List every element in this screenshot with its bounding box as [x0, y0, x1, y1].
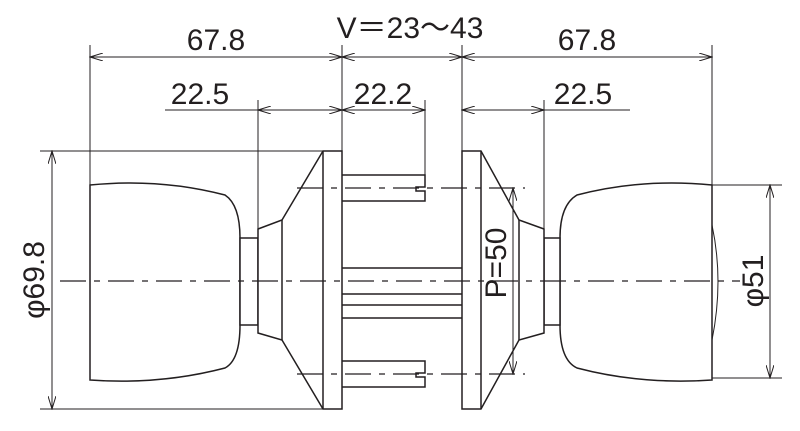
right-overall-label: 67.8 — [558, 24, 616, 57]
left-overall-label: 67.8 — [187, 24, 245, 57]
left-knob — [89, 150, 343, 410]
right-knob — [461, 150, 719, 410]
left-rose-knob-label: 22.5 — [171, 78, 229, 111]
rose-diameter-label: φ69.8 — [18, 241, 51, 319]
screw-pitch-label: P=50 — [480, 228, 513, 299]
dimension-lines — [52, 57, 770, 409]
spindle-length-label: 22.2 — [354, 78, 412, 111]
door-thickness-label: V＝23～43 — [337, 12, 484, 45]
screw-centerlines — [297, 187, 525, 375]
knob-diameter-label: φ51 — [737, 255, 770, 308]
spindle — [342, 174, 462, 388]
right-rose-knob-label: 22.5 — [554, 78, 612, 111]
